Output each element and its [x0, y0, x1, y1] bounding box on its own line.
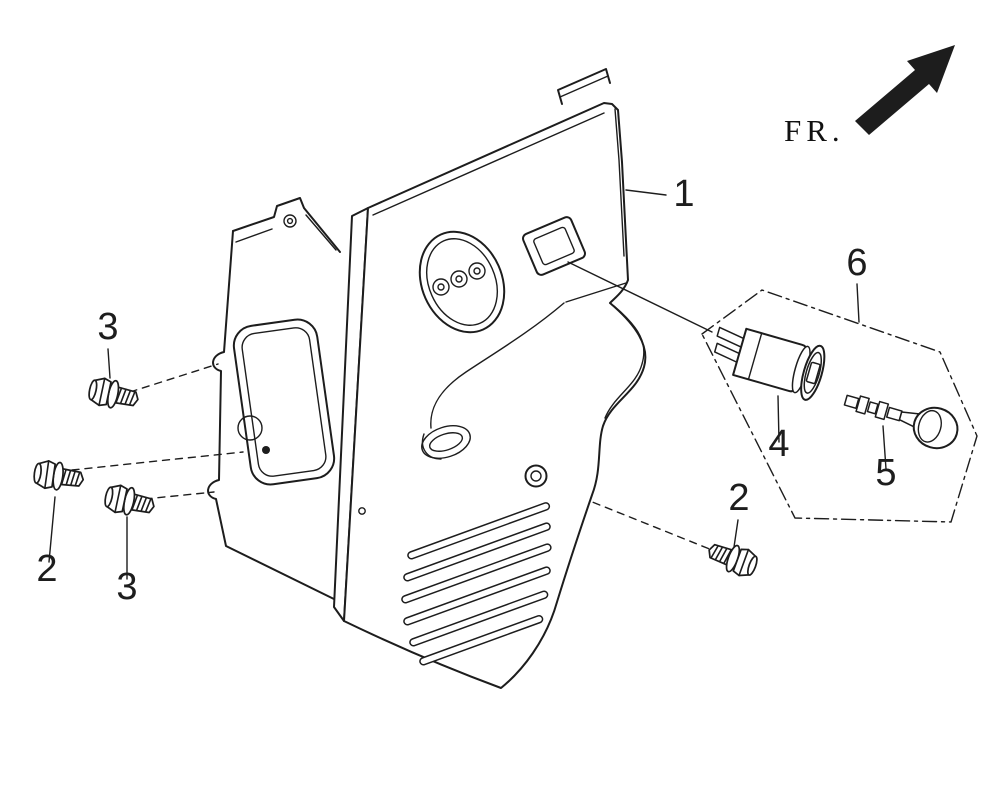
- cover-hook-detail: [421, 425, 471, 459]
- cover-speaker-oval: [418, 230, 506, 334]
- cover-right-fold-line: [614, 108, 625, 257]
- switch-to-opening-leader: [567, 261, 713, 333]
- bracket-tab-hole-inner: [286, 217, 294, 225]
- bracket-tab-hole: [283, 214, 297, 228]
- bolt-2-right: [703, 536, 761, 581]
- cover-edge-thickness-line: [604, 305, 645, 419]
- bracket-hole: [237, 415, 263, 441]
- plunger-knob: [912, 406, 959, 450]
- front-direction-indicator: FR.: [784, 45, 955, 148]
- cover-edge-pin-hole: [358, 507, 366, 515]
- part-label-4: 4: [768, 423, 789, 465]
- part-label-5: 5: [875, 452, 896, 494]
- bracket-fold-line: [235, 214, 337, 251]
- bracket-rivet-dot: [262, 446, 270, 454]
- part-label-2-left: 2: [36, 548, 57, 590]
- side-cover-panel: [333, 68, 647, 689]
- cover-top-fold-line: [372, 112, 605, 216]
- bracket-rect-opening: [232, 318, 336, 486]
- cover-hook-curl: [421, 433, 442, 460]
- bracket-left-and-bottom-edge: [207, 230, 339, 602]
- fr-label: FR.: [784, 113, 845, 148]
- cover-bolt-hole: [524, 464, 548, 488]
- switch-body: [713, 326, 826, 401]
- bolt-3-lower: [101, 481, 158, 521]
- cover-inner-contour: [430, 302, 565, 429]
- bolt-3-upper: [85, 374, 142, 414]
- cover-inner-shelf-line: [565, 282, 627, 303]
- part-label-6: 6: [846, 242, 867, 284]
- front-arrow-icon: [855, 45, 955, 135]
- part-label-3-upper: 3: [97, 306, 118, 348]
- cover-grille-holes: [432, 262, 486, 296]
- switch-plunger: [843, 394, 959, 450]
- cover-top-tab-inner: [559, 75, 609, 98]
- bracket-top-edge: [232, 197, 341, 253]
- cover-front-face: [343, 102, 647, 689]
- callout-leader-lines: [48, 189, 887, 580]
- cover-bolt-hole-inner: [530, 470, 542, 482]
- part-label-1: 1: [673, 173, 694, 215]
- part-label-3-lower: 3: [116, 566, 137, 608]
- bolt-2-left: [31, 458, 86, 495]
- part-label-2-right: 2: [728, 477, 749, 519]
- mounting-bracket: [207, 197, 341, 602]
- switch-mount-opening: [522, 216, 586, 276]
- switch-assembly-boundary: [701, 289, 978, 523]
- cover-vent-slats: [401, 502, 552, 666]
- switch-keyway-slot: [805, 361, 821, 385]
